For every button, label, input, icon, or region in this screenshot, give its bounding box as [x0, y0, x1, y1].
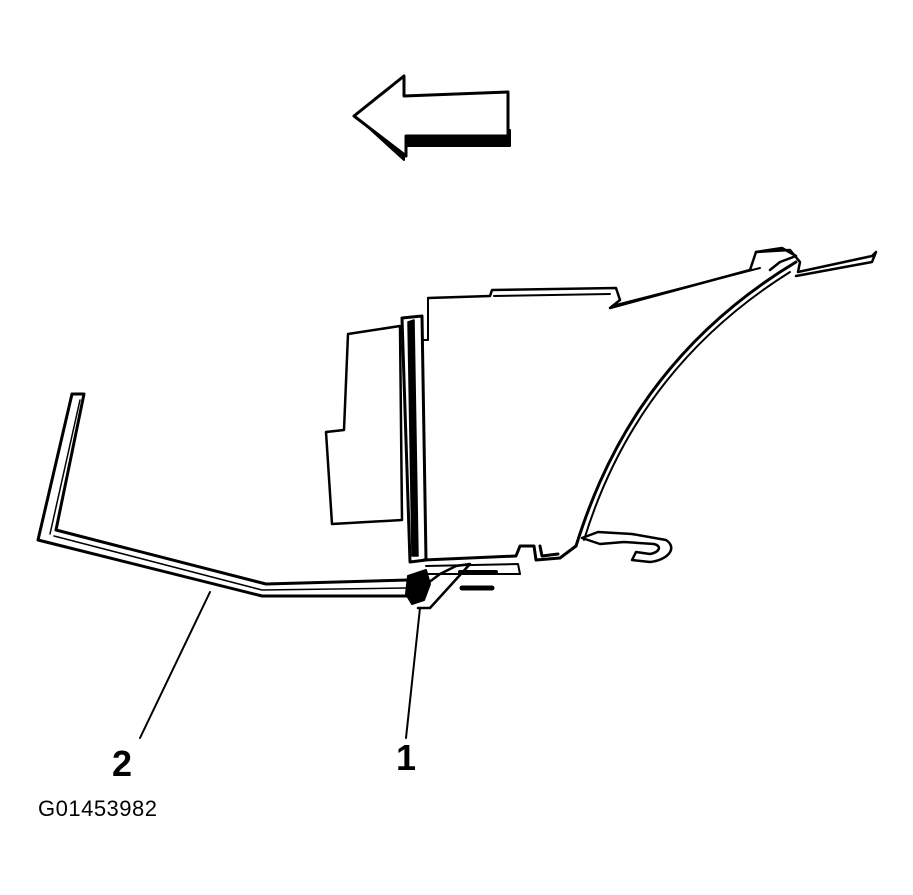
- leader-line-2: [139, 591, 211, 739]
- air-deflector-housing: [400, 246, 878, 575]
- direction-arrow-icon: [352, 74, 511, 161]
- leader-line-1: [405, 607, 421, 739]
- callout-2-label: 2: [112, 743, 132, 784]
- retainer-clip: [405, 562, 498, 610]
- figure-id: G01453982: [38, 796, 158, 821]
- mounting-block: [324, 324, 404, 526]
- lower-body-panel: [36, 392, 412, 598]
- callout-1-label: 1: [396, 737, 416, 778]
